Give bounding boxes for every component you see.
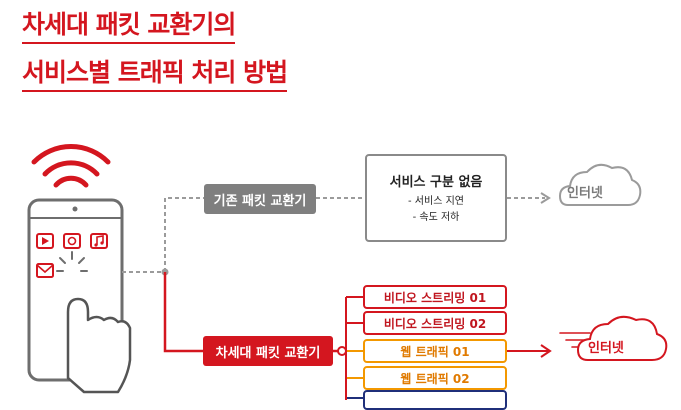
- pointing-hand-icon: [66, 297, 132, 394]
- legacy-internet-label: 인터넷: [567, 186, 603, 201]
- service-box-web-2: 웹 트래픽 02: [363, 366, 507, 390]
- title-line-1: 차세대 패킷 교환기의: [22, 10, 236, 44]
- media-icon: [63, 233, 81, 249]
- no-classification-title: 서비스 구분 없음: [389, 174, 483, 190]
- note-delay: - 서비스 지연: [408, 195, 464, 207]
- legacy-switch-label: 기존 패킷 교환기: [204, 184, 316, 214]
- tap-burst: [56, 251, 88, 272]
- note-slowdown: - 속도 저하: [412, 211, 460, 223]
- service-box-video-1: 비디오 스트리밍 01: [363, 285, 507, 309]
- cloud-icon: [576, 315, 668, 361]
- mail-icon: [36, 263, 54, 278]
- nextgen-switch-label: 차세대 패킷 교환기: [203, 336, 333, 366]
- play-icon: [36, 233, 54, 249]
- no-classification-box: 서비스 구분 없음 - 서비스 지연 - 속도 저하: [365, 154, 507, 242]
- service-box-video-2: 비디오 스트리밍 02: [363, 311, 507, 335]
- nextgen-internet-label: 인터넷: [588, 341, 624, 356]
- title-line-2: 서비스별 트래픽 처리 방법: [22, 58, 288, 92]
- cloud-icon: [558, 163, 642, 206]
- music-icon: [90, 233, 108, 249]
- diagram-canvas: [27, 144, 668, 400]
- service-box-other: [363, 390, 507, 410]
- service-box-web-1: 웹 트래픽 01: [363, 339, 507, 363]
- wifi-icon: [31, 144, 111, 188]
- connector-lines: [122, 192, 552, 400]
